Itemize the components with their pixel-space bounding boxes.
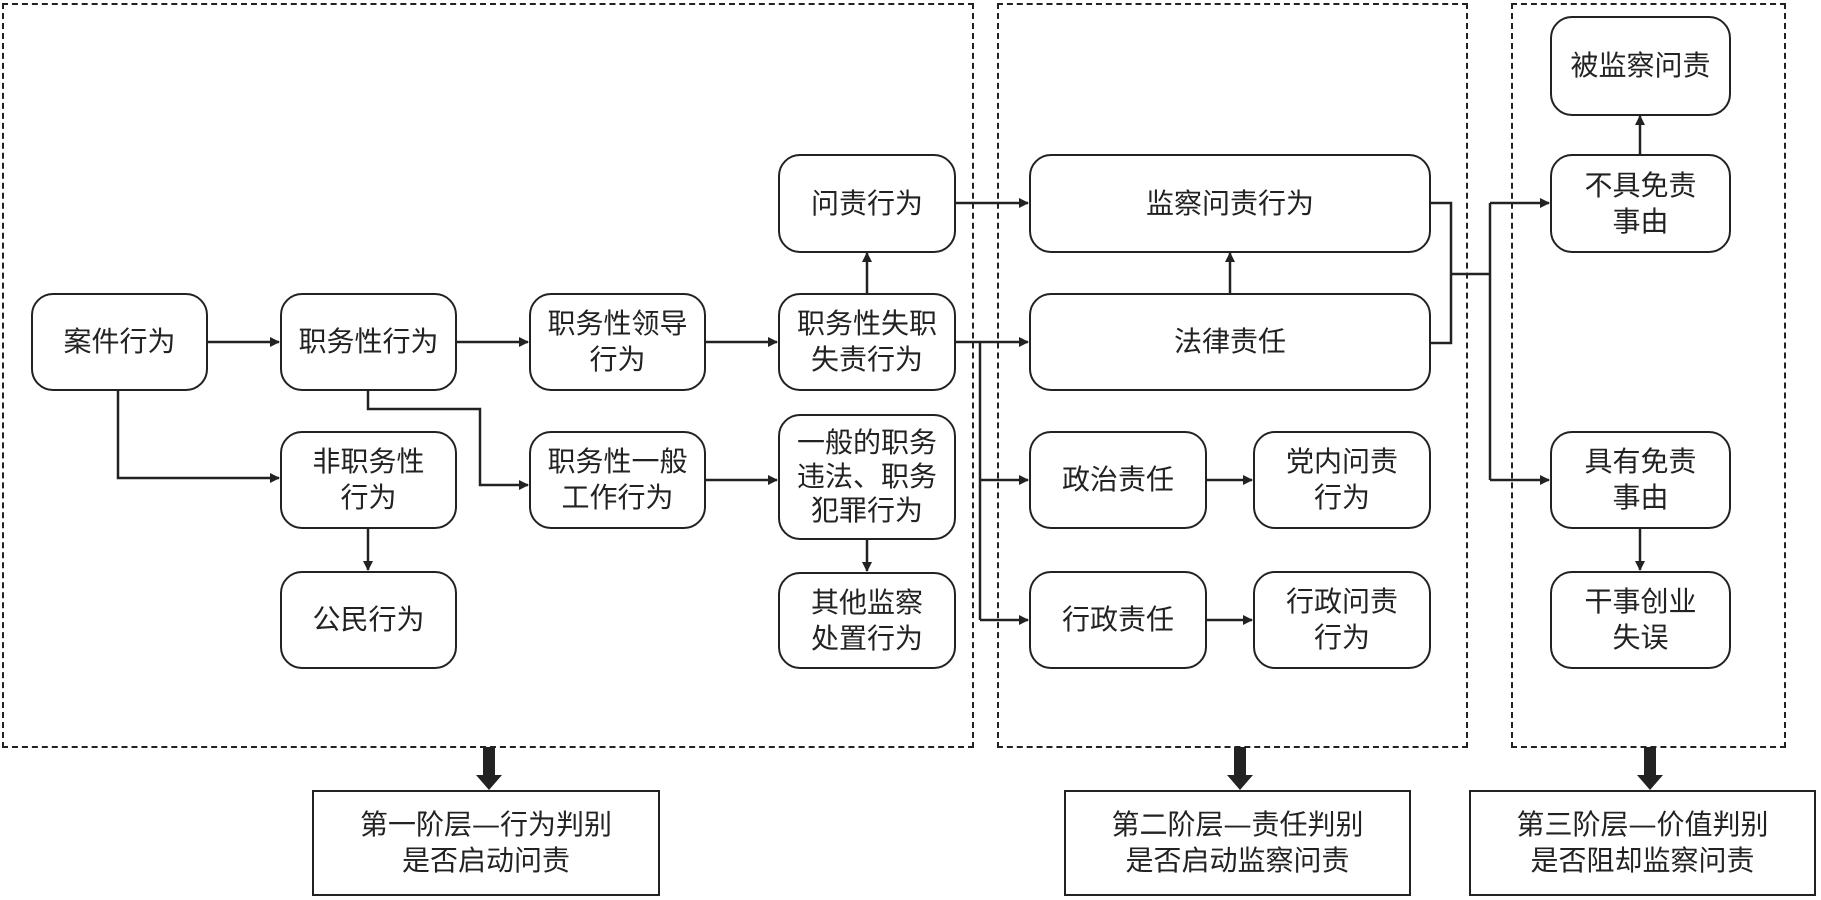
node-accountability-behavior: 问责行为 <box>778 154 956 253</box>
node-no-exemption: 不具免责 事由 <box>1550 154 1731 253</box>
node-citizen-behavior: 公民行为 <box>280 571 457 669</box>
stage1-summary-arrow-shaft <box>483 747 495 777</box>
stage3-summary-arrow-head <box>1637 775 1663 790</box>
node-official-behavior: 职务性行为 <box>280 293 457 391</box>
stage3-summary-arrow-shaft <box>1644 747 1656 777</box>
summary-stage2: 第二阶层—责任判别 是否启动监察问责 <box>1064 790 1411 896</box>
summary-stage1: 第一阶层—行为判别 是否启动问责 <box>312 790 660 896</box>
node-administrative-liability: 行政责任 <box>1029 571 1207 669</box>
node-political-liability: 政治责任 <box>1029 431 1207 529</box>
stage1-summary-arrow-head <box>476 775 502 790</box>
summary-stage3: 第三阶层—价值判别 是否阻却监察问责 <box>1469 790 1816 896</box>
node-general-violation: 一般的职务 违法、职务 犯罪行为 <box>778 414 956 540</box>
node-official-leadership: 职务性领导 行为 <box>529 293 706 391</box>
node-has-exemption: 具有免责 事由 <box>1550 431 1731 529</box>
node-entrepreneurial-error: 干事创业 失误 <box>1550 571 1731 669</box>
node-case-behavior: 案件行为 <box>31 293 208 391</box>
node-administrative-accountability: 行政问责 行为 <box>1253 571 1431 669</box>
stage2-region <box>997 3 1468 748</box>
node-supervision-accountability: 监察问责行为 <box>1029 154 1431 253</box>
node-party-accountability: 党内问责 行为 <box>1253 431 1431 529</box>
node-dereliction-behavior: 职务性失职 失责行为 <box>778 293 956 391</box>
node-legal-liability: 法律责任 <box>1029 293 1431 391</box>
node-other-disposal: 其他监察 处置行为 <box>778 572 956 669</box>
node-non-official-behavior: 非职务性 行为 <box>280 431 457 529</box>
stage2-summary-arrow-head <box>1227 775 1253 790</box>
stage2-summary-arrow-shaft <box>1234 747 1246 777</box>
node-subject-to-accountability: 被监察问责 <box>1550 16 1731 116</box>
node-official-general-work: 职务性一般 工作行为 <box>529 431 706 529</box>
